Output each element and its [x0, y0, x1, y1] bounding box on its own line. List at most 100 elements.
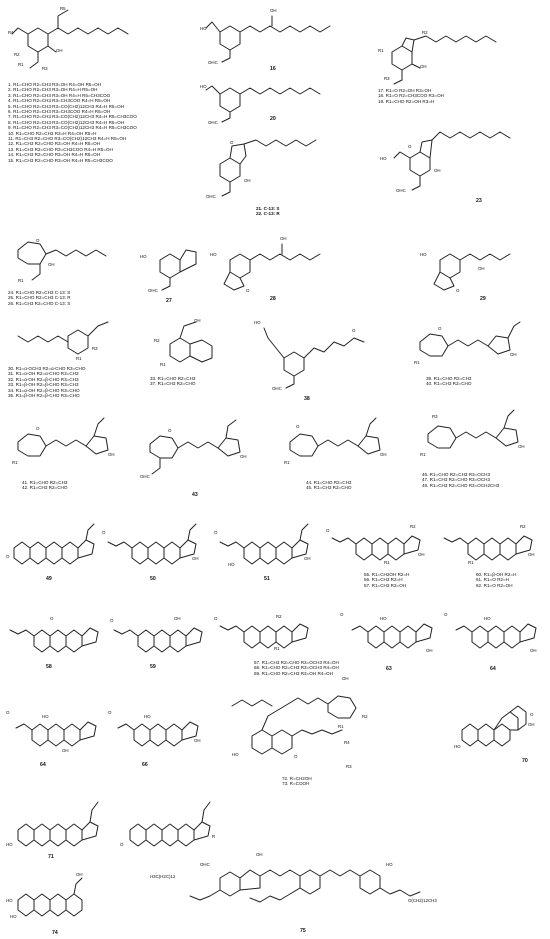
skeleton-50: [107, 523, 197, 565]
atom-ho: HO: [386, 862, 393, 867]
atom-r1: R1: [76, 356, 82, 361]
atom-ho: HO: [484, 616, 491, 621]
structure-75: H3C(H2C)12 OHC OH HO O(CH2)12CH3 75: [150, 848, 470, 938]
atom-r2: R2: [14, 52, 20, 57]
atom-r: R: [212, 834, 216, 839]
legend-line: 73. R=COOH: [282, 781, 310, 787]
atom-oh: OH: [244, 178, 251, 183]
compound-number: 49: [46, 576, 52, 582]
skeleton-23: [393, 131, 511, 191]
atom-oh: OH: [194, 318, 201, 323]
structure-59: O OH 59: [110, 596, 210, 676]
skeleton-46-48: [427, 409, 519, 449]
legend-line: 55. R1=CH2OH R2=H: [364, 572, 410, 577]
compound-number: 74: [52, 930, 58, 936]
atom-o: O: [168, 428, 172, 433]
structure-23: O HO OH OHC 23: [380, 120, 544, 210]
atom-r3: R3: [384, 76, 390, 81]
legend-line: 1. R1=CHO R2=CH3 R3=OH R4=OH R5=OH: [8, 82, 102, 87]
skeleton-43: [149, 419, 241, 475]
atom-ho: HO: [200, 26, 207, 31]
compound-number: 71: [48, 854, 54, 860]
compound-number: 64: [490, 666, 496, 672]
atom-r4: R4: [344, 740, 350, 745]
structure-41-42: O OH R1 41. R1=CHO R2=CH3 42. R1=CH3 R2=…: [8, 414, 128, 504]
skeleton-66: [117, 721, 199, 747]
atom-o: O: [438, 326, 442, 331]
skeleton-52-54: [331, 535, 421, 561]
atom-ho: HO: [10, 914, 17, 919]
skeleton-27: [159, 249, 197, 291]
compound-number: 64: [40, 762, 46, 768]
atom-o: O: [110, 618, 114, 623]
atom-r1: R1: [160, 362, 166, 367]
atom-myristate-2: O(CH2)12CH3: [408, 898, 437, 903]
legend-17-19: 17. R1=O R2=OH R3=OH 18. R1=O R2=CH3COO …: [378, 88, 444, 104]
structure-1-15: R5 R4 OH R1 R3 R2 1. R1=CHO R2=CH3 R3=OH…: [8, 6, 158, 166]
legend-line: 33. R1=CHO R2=CH3: [150, 376, 196, 381]
atom-r2: R2: [410, 524, 416, 529]
atom-ho: HO: [380, 156, 387, 161]
skeleton-33-37: [169, 321, 213, 363]
atom-oh: OH: [48, 262, 55, 267]
atom-cho: OHC: [148, 288, 158, 293]
compound-number: 58: [46, 664, 52, 670]
atom-o: O: [294, 754, 298, 759]
legend-line: 48. R1=CH3 R2=CHO R3=OCH2CH3: [422, 482, 500, 488]
skeleton-21-22: [219, 139, 317, 197]
structure-38: HO O OHC 38: [244, 318, 374, 408]
structure-70: HO OH O 70: [454, 686, 546, 776]
legend-line: 68. R1=CHO R2=CH3 R3=OCH3 R4=OH: [254, 665, 339, 671]
atom-r2: R2: [276, 614, 282, 619]
atom-ho: HO: [140, 254, 147, 259]
legend-line: 17. R1=O R2=OH R3=OH: [378, 88, 432, 93]
legend-line: 45. R1=CH3 R2=CHO: [306, 485, 352, 491]
compound-number: 23: [476, 198, 482, 204]
atom-ho: HO: [42, 714, 49, 719]
legend-1-15: 1. R1=CHO R2=CH3 R3=OH R4=OH R5=OH 2. R1…: [8, 82, 137, 163]
atom-r5: R5: [60, 6, 66, 11]
atom-oh: OH: [174, 616, 181, 621]
atom-r3: R3: [92, 346, 98, 351]
legend-line: 7. R1=CHO R2=CH3 R3=CO(CH2)12CH3 R4=H R5…: [8, 114, 137, 120]
atom-r2: R2: [362, 714, 368, 719]
atom-o: O: [340, 612, 344, 617]
atom-oh: OH: [62, 748, 69, 753]
atom-o: O: [296, 424, 300, 429]
compound-number: 20: [270, 116, 276, 122]
atom-o: O: [102, 530, 106, 535]
compound-number: 43: [192, 492, 198, 498]
atom-r2: R2: [520, 524, 526, 529]
legend-line: 21. C-13: S: [256, 206, 280, 211]
atom-cho: OHC: [200, 862, 210, 867]
structure-66: O HO OH 66: [108, 690, 208, 774]
skeleton-59: [113, 627, 203, 653]
compound-number: 38: [304, 396, 310, 402]
legend-line: 72. R=CH2OH: [282, 776, 312, 781]
legend-line: 56. R1=CH3 R2=H: [364, 577, 403, 583]
compound-number: 63: [386, 666, 392, 672]
structure-29: HO OH O 29: [420, 232, 544, 308]
atom-r1: R1: [18, 278, 24, 283]
atom-ho: HO: [254, 320, 261, 325]
skeleton-75: [189, 869, 421, 903]
skeleton-28: [223, 243, 321, 291]
atom-ho: HO: [420, 252, 427, 257]
legend-line: 8. R1=CHO R2=CH3 R3=CO(CH2)12CH3 R4=H R5…: [8, 119, 125, 125]
atom-cho: OHC: [272, 386, 282, 391]
atom-o: O: [326, 528, 330, 533]
legend-line: 35. R1=β-OH R2=β-CHO R3=CHO: [8, 393, 80, 399]
atom-o: O: [352, 328, 356, 333]
atom-oh: OH: [240, 454, 247, 459]
structure-71: HO 71: [6, 792, 110, 864]
compound-number: 75: [300, 928, 306, 934]
atom-o: O: [214, 616, 218, 621]
atom-oh: OH: [256, 852, 263, 857]
atom-r1: R1: [384, 560, 390, 565]
atom-cho: OHC: [208, 60, 218, 65]
legend-line: 9. R1=CHO R2=CH3 R3=CO(CH2)12CH3 R4=H R5…: [8, 125, 137, 131]
atom-ho: HO: [6, 898, 13, 903]
structure-27: HO OHC 27: [140, 240, 204, 306]
structure-74: OH HO HO 74: [6, 872, 110, 938]
atom-r1: R1: [378, 48, 384, 53]
